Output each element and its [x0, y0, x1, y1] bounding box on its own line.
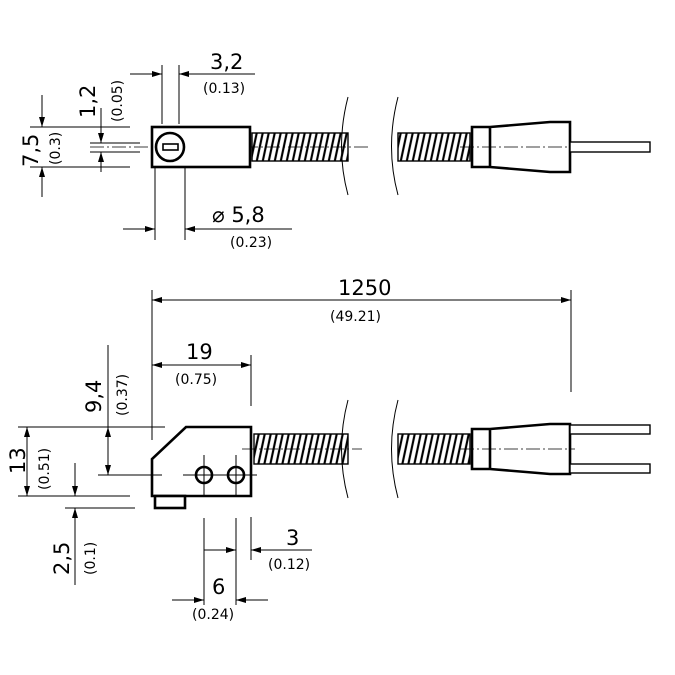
dim-13: 13 [6, 447, 30, 474]
break-line [391, 96, 399, 196]
dim-diameter-in: (0.23) [230, 235, 272, 251]
break-line [341, 96, 349, 196]
dim-9-4-in: (0.37) [115, 374, 131, 416]
connector-pin [569, 424, 651, 435]
side-view: 1250 (49.21) 19 (0.75) 9,4 (0.37) 13 (0.… [6, 276, 651, 623]
top-view: 3,2 (0.13) 1,2 (0.05) 7,5 (0.3) ⌀ 5,8 (0… [19, 50, 651, 251]
dim-6: 6 [212, 575, 225, 599]
dim-6-in: (0.24) [192, 607, 234, 623]
connector-pin [569, 463, 651, 474]
cable-right [397, 433, 471, 465]
break-line [391, 399, 399, 499]
cable-right [397, 132, 471, 162]
dim-3-2: 3,2 [210, 50, 243, 74]
dim-3-in: (0.12) [268, 557, 310, 573]
cable-left [251, 132, 349, 162]
dim-1250: 1250 [338, 276, 391, 300]
dim-2-5-in: (0.1) [83, 542, 99, 575]
dim-diameter-5-8: ⌀ 5,8 [212, 203, 265, 227]
dim-9-4: 9,4 [82, 380, 106, 413]
dim-7-5-in: (0.3) [48, 132, 64, 165]
dim-19: 19 [186, 340, 213, 364]
dim-2-5: 2,5 [50, 542, 74, 575]
dim-3: 3 [286, 526, 299, 550]
dim-3-2-in: (0.13) [203, 81, 245, 97]
sensor-foot [153, 494, 187, 510]
lens-slot [162, 143, 179, 151]
dim-13-in: (0.51) [37, 448, 53, 490]
dim-7-5: 7,5 [19, 134, 43, 167]
dim-1-2-in: (0.05) [110, 80, 126, 122]
break-line [341, 399, 349, 499]
dim-19-in: (0.75) [175, 372, 217, 388]
connector-pin [569, 141, 651, 153]
sensor-block [150, 425, 253, 498]
dim-1250-in: (49.21) [330, 309, 381, 325]
dim-1-2: 1,2 [76, 85, 100, 118]
